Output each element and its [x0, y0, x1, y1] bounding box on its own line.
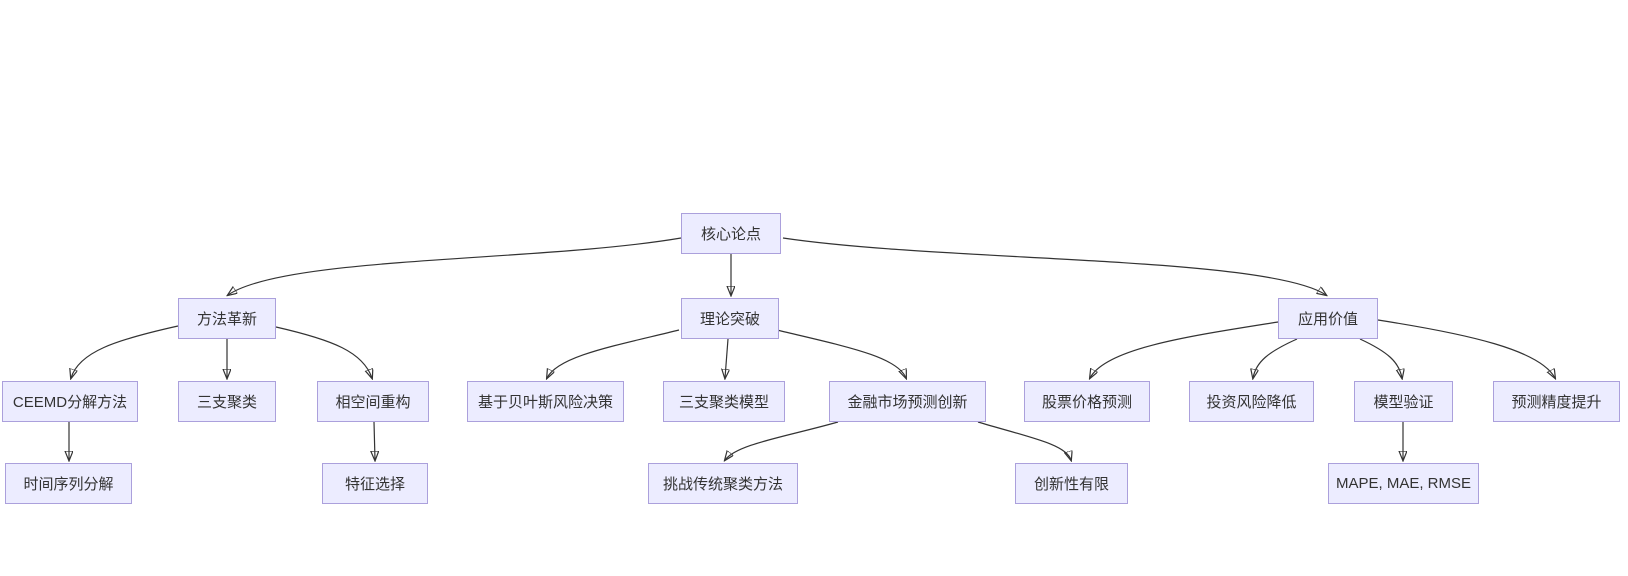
- node-limited-innovation: 创新性有限: [1015, 463, 1128, 504]
- node-ceemd-decomposition: CEEMD分解方法: [2, 381, 138, 422]
- node-stock-price-prediction: 股票价格预测: [1024, 381, 1150, 422]
- edge-root-value: [782, 237, 1326, 295]
- edge-method-phase: [275, 326, 372, 378]
- node-forecast-accuracy-improvement: 预测精度提升: [1493, 381, 1620, 422]
- node-financial-market-forecast-innovation: 金融市场预测创新: [829, 381, 986, 422]
- node-core-thesis: 核心论点: [681, 213, 781, 254]
- edge-theory-bayes: [547, 329, 680, 378]
- edge-value-invest: [1253, 338, 1298, 378]
- node-investment-risk-reduction: 投资风险降低: [1189, 381, 1314, 422]
- node-application-value: 应用价值: [1278, 298, 1378, 339]
- edge-value-model: [1359, 338, 1402, 378]
- node-model-validation: 模型验证: [1354, 381, 1453, 422]
- edge-finance-challenge: [725, 421, 839, 460]
- node-bayesian-risk-decision: 基于贝叶斯风险决策: [467, 381, 624, 422]
- edge-value-accuracy: [1377, 319, 1555, 378]
- edge-root-method: [228, 237, 682, 295]
- node-challenge-traditional-clustering: 挑战传统聚类方法: [648, 463, 798, 504]
- node-method-innovation: 方法革新: [178, 298, 276, 339]
- node-theory-breakthrough: 理论突破: [681, 298, 779, 339]
- edge-method-ceemd: [71, 325, 179, 378]
- edge-value-stock: [1090, 321, 1279, 378]
- node-mape-mae-rmse-metrics: MAPE, MAE, RMSE: [1328, 463, 1479, 504]
- edge-theory-threemodel: [725, 338, 728, 378]
- node-feature-selection: 特征选择: [322, 463, 428, 504]
- edge-phase-feature: [374, 421, 375, 460]
- node-three-way-clustering-model: 三支聚类模型: [663, 381, 785, 422]
- node-phase-space-reconstruction: 相空间重构: [317, 381, 429, 422]
- edge-finance-limited: [977, 421, 1071, 460]
- node-time-series-decomposition: 时间序列分解: [5, 463, 132, 504]
- node-three-way-clustering: 三支聚类: [178, 381, 276, 422]
- edge-theory-finance: [776, 329, 906, 378]
